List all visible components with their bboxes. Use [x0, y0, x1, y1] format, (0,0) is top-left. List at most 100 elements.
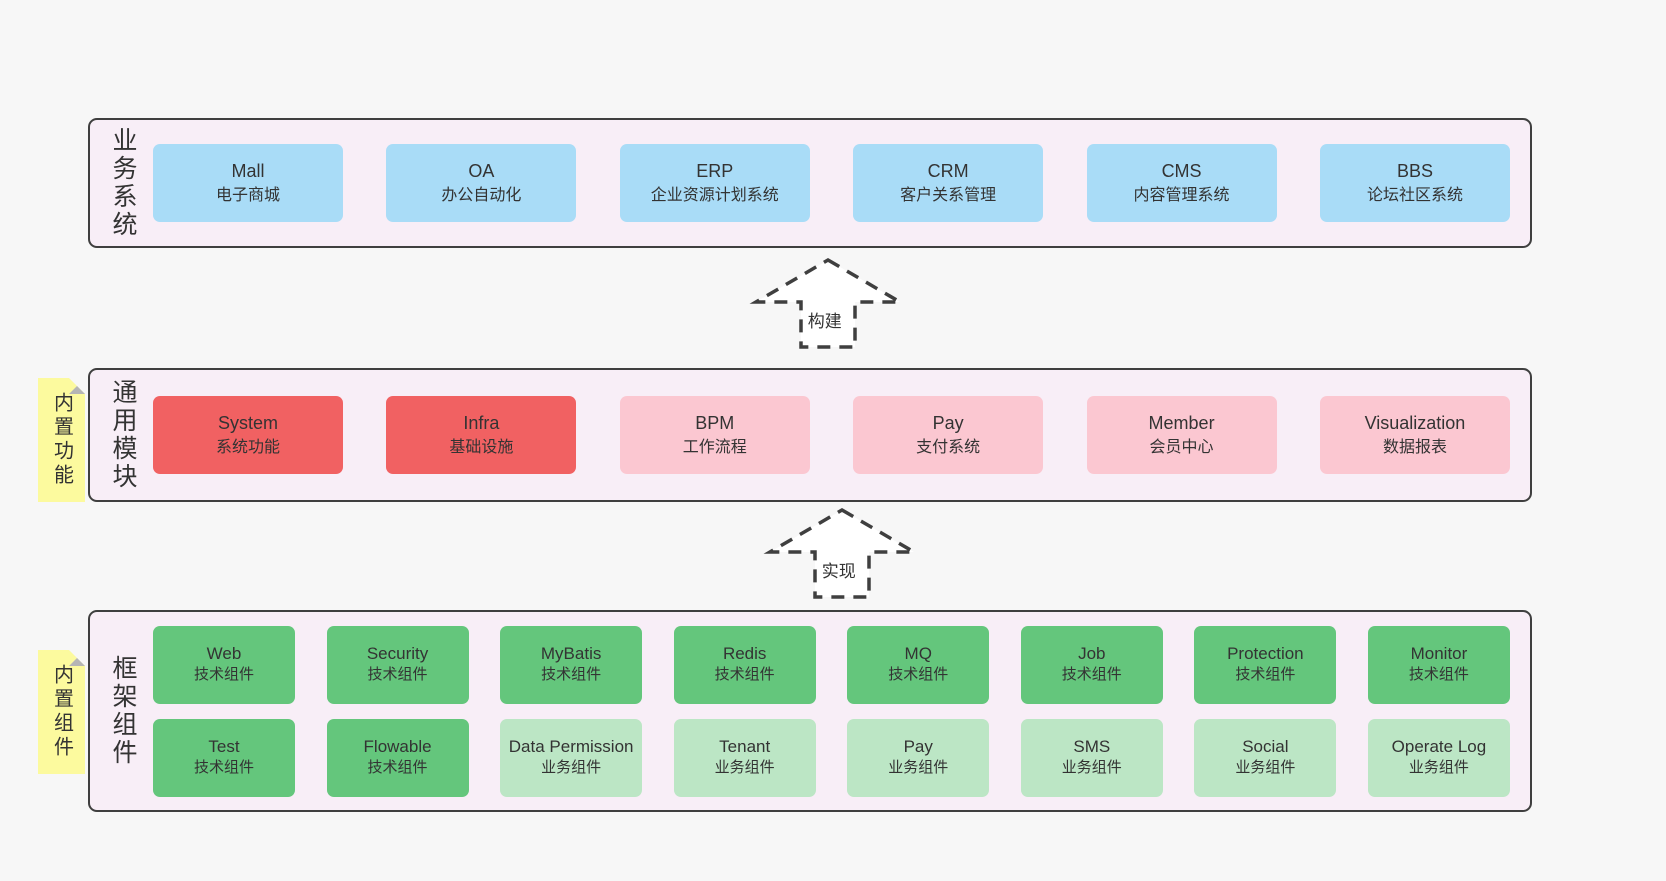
- box-subtitle: 会员中心: [1149, 438, 1214, 456]
- box-title: Job: [1078, 644, 1106, 664]
- modules-boxes-row: System 系统功能 Infra 基础设施 BPM 工作流程 Pay 支付系统 Member 会…: [153, 396, 1510, 474]
- box-subtitle: 技术组件: [1235, 665, 1296, 683]
- sticky-built-in-components: 内置组件: [38, 650, 85, 774]
- box-subtitle: 内容管理系统: [1133, 186, 1230, 204]
- box-title: Visualization: [1364, 413, 1466, 434]
- box-title: MQ: [904, 644, 932, 664]
- box-subtitle: 客户关系管理: [900, 186, 997, 204]
- box-subtitle: 技术组件: [714, 665, 775, 683]
- arrow-implement: 实现: [762, 506, 922, 602]
- diagram-box-bbs: BBS 论坛社区系统: [1319, 144, 1510, 222]
- up-block-arrow-icon: [763, 507, 921, 599]
- box-title: Infra: [463, 413, 500, 434]
- box-subtitle: 业务组件: [714, 758, 775, 776]
- box-title: Redis: [722, 644, 767, 664]
- box-subtitle: 技术组件: [1061, 665, 1122, 683]
- box-title: BPM: [695, 413, 735, 434]
- box-title: SMS: [1073, 737, 1111, 757]
- diagram-box-mall: Mall 电子商城: [153, 144, 343, 222]
- box-title: Pay: [932, 413, 964, 434]
- box-subtitle: 支付系统: [916, 438, 981, 456]
- box-title: CRM: [927, 161, 969, 182]
- diagram-box-pay: Pay 支付系统: [853, 396, 1044, 474]
- box-subtitle: 数据报表: [1382, 438, 1447, 456]
- sticky-built-in-features-label: 内置功能: [50, 392, 73, 488]
- box-title: BBS: [1396, 161, 1433, 182]
- box-subtitle: 业务组件: [888, 758, 949, 776]
- box-subtitle: 技术组件: [367, 665, 428, 683]
- box-title: Protection: [1227, 644, 1304, 664]
- box-subtitle: 技术组件: [888, 665, 949, 683]
- sticky-fold-corner-icon: [69, 650, 85, 666]
- diagram-box-system: System 系统功能: [153, 396, 343, 474]
- box-title: Operate Log: [1391, 737, 1487, 757]
- box-title: Pay: [903, 737, 933, 757]
- box-subtitle: 工作流程: [682, 438, 747, 456]
- box-subtitle: 业务组件: [1235, 758, 1296, 776]
- box-title: CMS: [1161, 161, 1202, 182]
- box-subtitle: 业务组件: [541, 758, 602, 776]
- box-title: MyBatis: [540, 644, 602, 664]
- band-business-label: 业务系统: [109, 127, 137, 239]
- box-subtitle: 技术组件: [541, 665, 602, 683]
- arrow-build-label: 构建: [804, 306, 845, 333]
- diagram-box-member: Member 会员中心: [1086, 396, 1277, 474]
- diagram-box-infra: Infra 基础设施: [386, 396, 577, 474]
- diagram-box-oa: OA 办公自动化: [386, 144, 577, 222]
- box-title: OA: [468, 161, 495, 182]
- box-subtitle: 基础设施: [449, 438, 514, 456]
- arrow-implement-label: 实现: [818, 556, 859, 583]
- box-subtitle: 系统功能: [215, 438, 280, 456]
- box-subtitle: 技术组件: [1408, 665, 1469, 683]
- diagram-box-cms: CMS 内容管理系统: [1086, 144, 1277, 222]
- box-title: Tenant: [719, 737, 771, 757]
- box-subtitle: 业务组件: [1408, 758, 1469, 776]
- box-subtitle: 技术组件: [193, 758, 254, 776]
- sticky-fold-corner-icon: [69, 378, 85, 394]
- band-framework-label: 框架组件: [109, 655, 137, 767]
- sticky-built-in-components-label: 内置组件: [50, 664, 73, 760]
- box-subtitle: 电子商城: [215, 186, 280, 204]
- box-title: Member: [1148, 413, 1215, 434]
- box-subtitle: 办公自动化: [441, 186, 522, 204]
- diagram-box-bpm: BPM 工作流程: [619, 396, 810, 474]
- sticky-built-in-features: 内置功能: [38, 378, 85, 502]
- diagram-box-crm: CRM 客户关系管理: [853, 144, 1044, 222]
- box-title: ERP: [696, 161, 734, 182]
- box-title: Social: [1242, 737, 1289, 757]
- box-subtitle: 论坛社区系统: [1366, 186, 1463, 204]
- box-subtitle: 技术组件: [367, 758, 428, 776]
- box-title: Mall: [231, 161, 265, 182]
- up-block-arrow-icon: [749, 257, 907, 349]
- arrow-build: 构建: [748, 256, 908, 352]
- diagram-box-visualization: Visualization 数据报表: [1319, 396, 1510, 474]
- box-title: Data Permission: [508, 737, 634, 757]
- box-title: Test: [208, 737, 240, 757]
- box-title: System: [217, 413, 278, 434]
- box-title: Web: [206, 644, 242, 664]
- box-title: Security: [366, 644, 429, 664]
